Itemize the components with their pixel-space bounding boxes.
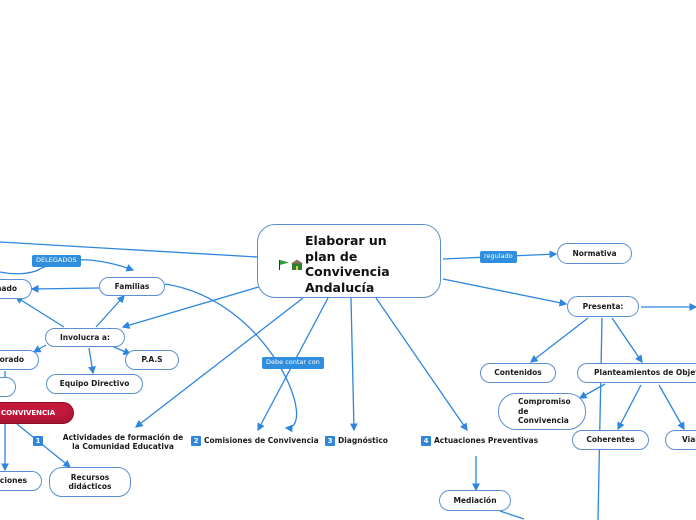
- relation-delegados[interactable]: DELEGADOS: [32, 255, 81, 267]
- node-contenidos[interactable]: Contenidos: [480, 363, 556, 383]
- node-pas[interactable]: P.A.S: [125, 350, 179, 370]
- node-planteamientos-objetivos[interactable]: Planteamientos de Objetiv: [577, 363, 696, 383]
- node-viables-label: Viab: [682, 435, 696, 445]
- flag-icon: [279, 260, 289, 270]
- node-familias-label: Familias: [114, 281, 150, 291]
- node-mediacion[interactable]: Mediación: [439, 490, 511, 511]
- branch-actuaciones-preventivas-label: Actuaciones Preventivas: [434, 436, 539, 445]
- node-partial-left[interactable]: [0, 377, 16, 397]
- node-involucra[interactable]: Involucra a:: [45, 328, 125, 347]
- node-profesorado[interactable]: orado: [0, 350, 39, 370]
- branch-actividades-formacion[interactable]: Actividades de formación de la Comunidad…: [60, 433, 186, 452]
- central-topic[interactable]: Elaborar un plan de Convivencia Andalucí…: [257, 224, 441, 298]
- node-profesorado-label: orado: [0, 355, 24, 365]
- school-building-icon: [291, 259, 303, 270]
- central-title: Elaborar un plan de Convivencia Andalucí…: [305, 233, 390, 295]
- badge-2-icon: 2: [191, 436, 201, 447]
- central-icons: [278, 256, 304, 275]
- node-actuaciones[interactable]: aciones: [0, 471, 42, 491]
- badge-3-icon: 3: [325, 436, 335, 447]
- node-normativa-label: Normativa: [572, 248, 617, 258]
- node-familias[interactable]: Familias: [99, 277, 165, 296]
- node-presenta-label: Presenta:: [582, 301, 624, 311]
- relation-regulado[interactable]: regulado: [480, 251, 517, 263]
- node-mediacion-label: Mediación: [453, 495, 497, 505]
- branch-comisiones-label: Comisiones de Convivencia: [204, 436, 319, 445]
- branch-diagnostico-label: Diagnóstico: [338, 436, 388, 445]
- badge-1-icon: 1: [33, 436, 43, 446]
- node-recursos-didacticos-label: Recursos didácticos: [68, 472, 112, 491]
- node-presenta[interactable]: Presenta:: [567, 296, 639, 317]
- node-recursos-didacticos[interactable]: Recursos didácticos: [49, 467, 131, 497]
- node-contenidos-label: Contenidos: [494, 368, 542, 378]
- node-coherentes-label: Coherentes: [586, 435, 635, 445]
- node-coherentes[interactable]: Coherentes: [572, 430, 649, 450]
- node-equipo-directivo-label: Equipo Directivo: [59, 379, 130, 389]
- node-aula-convivencia[interactable]: CONVIVENCIA: [0, 402, 74, 424]
- link-central-left: [0, 241, 258, 258]
- node-compromiso-convivencia[interactable]: Compromiso de Convivencia: [498, 393, 586, 430]
- badge-4-icon: 4: [421, 436, 431, 447]
- node-pas-label: P.A.S: [141, 355, 163, 365]
- node-viables[interactable]: Viab: [665, 430, 696, 450]
- node-aula-convivencia-label: CONVIVENCIA: [1, 409, 56, 417]
- node-equipo-directivo[interactable]: Equipo Directivo: [46, 374, 143, 394]
- node-compromiso-label: Compromiso de Convivencia: [518, 397, 571, 426]
- node-actuaciones-label: aciones: [0, 476, 27, 486]
- relation-debe-contar-con[interactable]: Debe contar con: [262, 357, 324, 369]
- node-involucra-label: Involucra a:: [60, 332, 110, 342]
- branch-actividades-formacion-label: Actividades de formación de la Comunidad…: [62, 433, 184, 452]
- node-planteamientos-label: Planteamientos de Objetiv: [594, 368, 696, 378]
- node-normativa[interactable]: Normativa: [557, 243, 632, 264]
